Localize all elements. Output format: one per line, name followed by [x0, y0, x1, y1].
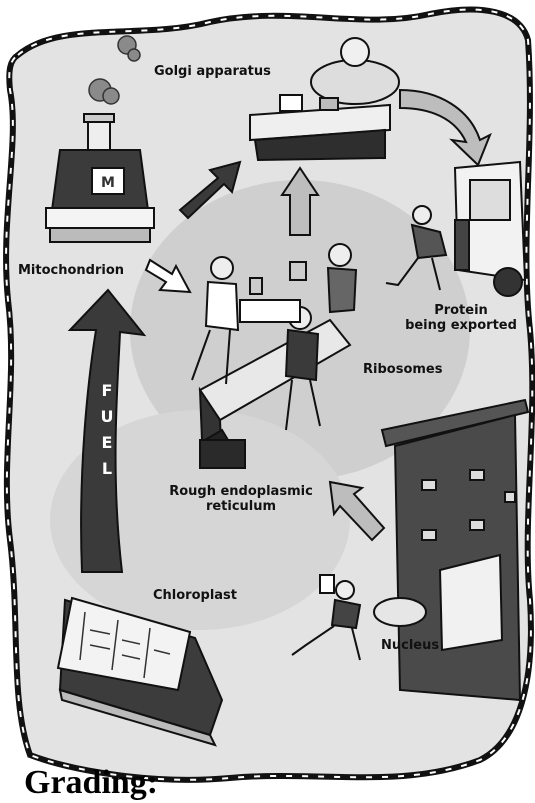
fuel-letter: L [96, 456, 118, 482]
grading-heading: Grading: [24, 763, 158, 803]
nucleus-label: Nucleus [381, 638, 439, 653]
rer-label-line1: Rough endoplasmic [156, 484, 326, 499]
chloroplast-label: Chloroplast [153, 588, 237, 603]
fuel-letters: F U E L [96, 378, 118, 482]
protein-label-line1: Protein [396, 303, 526, 318]
protein-label: Protein being exported [396, 303, 526, 333]
fuel-letter: U [96, 404, 118, 430]
golgi-label: Golgi apparatus [154, 64, 271, 79]
ribosomes-label: Ribosomes [363, 362, 442, 377]
svg-text:M: M [101, 175, 115, 191]
rer-label: Rough endoplasmic reticulum [156, 484, 326, 514]
rer-label-line2: reticulum [156, 499, 326, 514]
fuel-letter: F [96, 378, 118, 404]
fuel-letter: E [96, 430, 118, 456]
protein-label-line2: being exported [396, 318, 526, 333]
mitochondrion-label: Mitochondrion [18, 263, 124, 278]
